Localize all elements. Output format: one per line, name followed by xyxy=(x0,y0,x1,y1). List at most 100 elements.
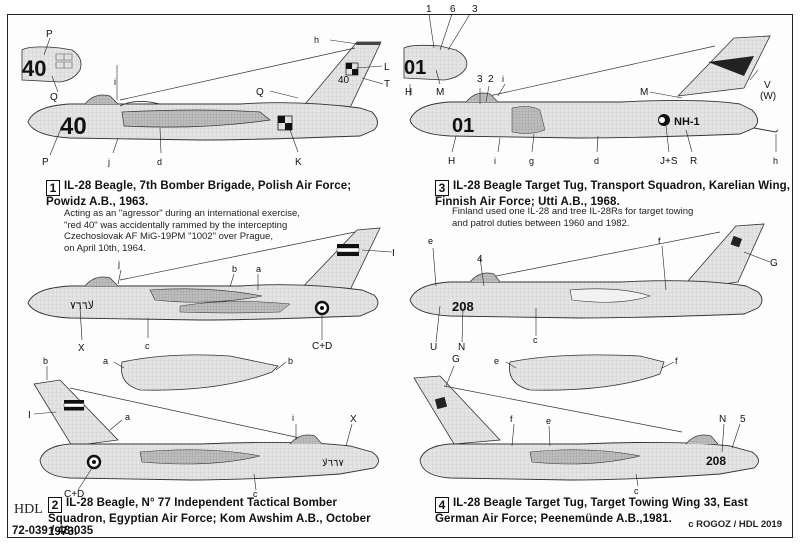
callout-M-2: M xyxy=(640,87,648,98)
callout-R: R xyxy=(690,156,697,167)
callout-i: i xyxy=(502,74,504,84)
profile-1-aircraft: 40 40 40 P Q h L T i xyxy=(21,29,390,168)
profile-1-number: 1 xyxy=(46,180,60,196)
profile-1-inset-code: 40 xyxy=(22,56,46,81)
callout-J-S: J+S xyxy=(660,156,678,167)
profile-1-title: IL-28 Beagle, 7th Bomber Brigade, Polish… xyxy=(46,180,352,208)
callout-b-2: b xyxy=(288,356,293,366)
profile-3-fuselage-code: NH-1 xyxy=(674,116,700,128)
svg-text:ﻻ٧٦٦: ﻻ٧٦٦ xyxy=(70,299,94,312)
profile-3-note: Finland used one IL-28 and tree IL-28Rs … xyxy=(452,206,694,229)
profile-3-title: IL-28 Beagle Target Tug, Transport Squad… xyxy=(435,180,790,208)
profile-3-number: 3 xyxy=(435,180,449,196)
callout-T: T xyxy=(384,79,390,90)
callout-C-D: C+D xyxy=(312,341,332,352)
callout-h: h xyxy=(773,156,778,166)
callout-h: h xyxy=(314,35,319,45)
callout-j: j xyxy=(107,157,110,167)
callout-W: (W) xyxy=(760,91,776,102)
profile-1-nose-code: 40 xyxy=(60,113,87,140)
callout-d: d xyxy=(157,157,162,167)
callout-5: 5 xyxy=(740,414,746,425)
callout-c: c xyxy=(145,341,150,351)
callout-f-2: f xyxy=(510,414,513,424)
callout-i-2: i xyxy=(494,156,496,166)
callout-C-D: C+D xyxy=(64,489,84,500)
callout-H-2: H xyxy=(448,156,455,167)
callout-I: I xyxy=(28,410,31,421)
callout-e-2: e xyxy=(546,416,551,426)
profile-3-inset-code: 01 xyxy=(404,57,426,79)
callout-i: i xyxy=(292,413,294,423)
profile-1-fuselage-checker xyxy=(278,116,285,123)
profile-1-fin-code: 40 xyxy=(338,75,350,86)
callout-j: j xyxy=(117,259,120,269)
callout-c: c xyxy=(533,335,538,345)
callout-X: X xyxy=(78,343,85,354)
callout-P: P xyxy=(46,29,53,40)
hdl-logo: HDL xyxy=(14,502,43,517)
profile-2-fin-flag xyxy=(337,244,359,248)
profile-4-title: IL-28 Beagle Target Tug, Target Towing W… xyxy=(435,497,748,525)
callout-X: X xyxy=(350,414,357,425)
callout-e: e xyxy=(494,356,499,366)
profile-2-aircraft-right-side: ﻻ٧٦٦ j b a I X c C+D xyxy=(27,227,395,354)
callout-1: 1 xyxy=(426,4,432,15)
callout-K: K xyxy=(295,157,302,168)
callout-H: H xyxy=(405,87,412,98)
callout-L: L xyxy=(384,62,390,73)
callout-c: c xyxy=(634,486,639,496)
profile-1-note: Acting as an "agressor" during an intern… xyxy=(64,208,300,254)
profile-4-nose-code: 208 xyxy=(452,299,474,314)
profile-2-nacelle-view xyxy=(121,354,279,391)
callout-V: V xyxy=(764,80,771,91)
svg-text:٦٦٧ﻻ: ٦٦٧ﻻ xyxy=(322,458,344,469)
callout-b: b xyxy=(232,264,237,274)
callout-3-2: 3 xyxy=(477,74,483,85)
profile-4b-nose-code: 208 xyxy=(706,454,726,468)
callout-Q-2: Q xyxy=(256,87,264,98)
callout-G: G xyxy=(770,258,778,269)
profile-2-title: IL-28 Beagle, N° 77 Independent Tactical… xyxy=(48,497,371,538)
callout-U: U xyxy=(430,342,437,353)
profile-4-aircraft-right-side: 208 e 4 f G U N c xyxy=(409,223,778,353)
callout-6: 6 xyxy=(450,4,456,15)
profile-3-fin-band xyxy=(708,56,754,76)
callout-G: G xyxy=(452,354,460,365)
callout-g: g xyxy=(529,156,534,166)
callout-f: f xyxy=(658,236,661,246)
callout-a: a xyxy=(256,264,261,274)
product-code: 72-039 / 48-035 xyxy=(12,525,94,537)
profile-3-nose-inset: 01 xyxy=(403,44,468,81)
callout-d: d xyxy=(594,156,599,166)
callout-Q: Q xyxy=(50,92,58,103)
profile-2-number: 2 xyxy=(48,497,62,513)
callout-e: e xyxy=(428,236,433,246)
callout-a-2: a xyxy=(125,412,130,422)
profile-4-nacelle-view xyxy=(509,354,665,391)
callout-2: 2 xyxy=(488,74,494,85)
callout-4: 4 xyxy=(477,254,483,265)
profile-4-number: 4 xyxy=(435,497,449,513)
callout-N: N xyxy=(458,342,465,353)
profile-1-nose-inset: 40 xyxy=(21,46,82,83)
profile-2b-fin-flag xyxy=(64,400,84,404)
profile-4-aircraft-left-side: 208 G e f f e N 5 c xyxy=(413,354,759,496)
profile-4b-fin-emblem xyxy=(434,396,448,410)
profile-2-aircraft-left-side: ٦٦٧ﻻ b a b I a i X C+D c xyxy=(28,354,379,500)
callout-a: a xyxy=(103,356,108,366)
callout-i: i xyxy=(114,77,116,87)
profile-4-fin-emblem xyxy=(730,235,743,248)
profile-3-aircraft: 01 01 NH-1 1 6 3 H M 3 2 i M V (W) H i g xyxy=(403,4,779,167)
callout-P-2: P xyxy=(42,157,49,168)
callout-c: c xyxy=(253,489,258,499)
callout-b: b xyxy=(43,356,48,366)
callout-N: N xyxy=(719,414,726,425)
callout-I: I xyxy=(392,248,395,259)
callout-M: M xyxy=(436,87,444,98)
